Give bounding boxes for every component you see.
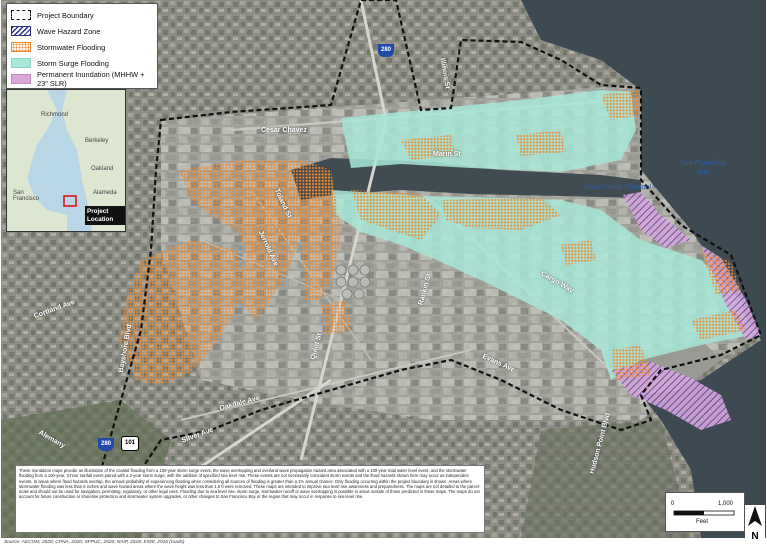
scale-start-label: 0 bbox=[671, 501, 675, 507]
project-boundary bbox=[99, 0, 763, 502]
scale-bar-graphic bbox=[673, 510, 735, 516]
source-credit: Source: AECOM, 2020; CPNA, 2020; SFPUC, … bbox=[4, 540, 185, 545]
us-101-shield: 101 bbox=[121, 436, 139, 451]
street-label-cesar-chavez: Cesar Chavez bbox=[261, 127, 307, 134]
inset-project-location-label: Project Location bbox=[85, 206, 125, 226]
aerial-map: Cesar Chavez Marin St Toland St Jerrold … bbox=[1, 0, 766, 538]
water-label-islais-creek: Islais Creek Channel bbox=[584, 182, 652, 191]
legend-item-stormwater: Stormwater Flooding bbox=[11, 39, 153, 55]
legend-label: Permanent Inundation (MHHW + 23" SLR) bbox=[37, 70, 145, 88]
inset-place-san-francisco: San Francisco bbox=[13, 190, 40, 202]
legend-item-project-boundary: Project Boundary bbox=[11, 7, 153, 23]
legend-item-wave-hazard: Wave Hazard Zone bbox=[11, 23, 153, 39]
interstate-280-shield: 280 bbox=[378, 44, 394, 57]
scale-unit-label: Feet bbox=[696, 519, 709, 525]
legend-label: Stormwater Flooding bbox=[37, 42, 106, 52]
scale-end-label: 1,000 bbox=[718, 501, 734, 507]
legend-label: Storm Surge Flooding bbox=[37, 58, 109, 68]
legend-item-permanent-inundation: Permanent Inundation (MHHW + 23" SLR) bbox=[11, 70, 153, 88]
legend-swatch-storm bbox=[11, 42, 31, 52]
inset-map-graphics bbox=[7, 90, 125, 231]
scale-bar: 0 1,000 Feet bbox=[665, 492, 745, 532]
interstate-280-shield-south: 280 bbox=[98, 438, 114, 451]
inset-place-berkeley: Berkeley bbox=[85, 138, 109, 144]
map-legend: Project Boundary Wave Hazard Zone Stormw… bbox=[6, 3, 158, 89]
legend-label: Wave Hazard Zone bbox=[37, 26, 101, 36]
legend-swatch-perm bbox=[11, 74, 31, 84]
legend-swatch-surge bbox=[11, 58, 31, 68]
north-label: N bbox=[751, 531, 759, 542]
inset-place-oakland: Oakland bbox=[91, 166, 114, 172]
water-label-sf-bay: San Francisco Bay bbox=[680, 158, 726, 176]
legend-swatch-boundary bbox=[11, 10, 31, 20]
street-label-marin-st: Marin St bbox=[433, 151, 461, 158]
north-arrow-icon bbox=[748, 506, 762, 526]
legend-item-storm-surge: Storm Surge Flooding bbox=[11, 55, 153, 71]
inset-place-richmond: Richmond bbox=[41, 112, 69, 118]
legend-label: Project Boundary bbox=[37, 10, 94, 20]
treatment-tanks bbox=[335, 264, 371, 300]
aerial-map-graphics bbox=[1, 0, 766, 538]
stormwater-flooding bbox=[119, 90, 746, 385]
inset-locator-map: Richmond Berkeley Oakland San Francisco … bbox=[6, 89, 126, 232]
inset-place-alameda: Alameda bbox=[93, 190, 117, 196]
north-arrow: N bbox=[745, 505, 765, 542]
legend-swatch-wave bbox=[11, 26, 31, 36]
map-notes-panel: These inundation maps provide an illustr… bbox=[15, 465, 485, 533]
